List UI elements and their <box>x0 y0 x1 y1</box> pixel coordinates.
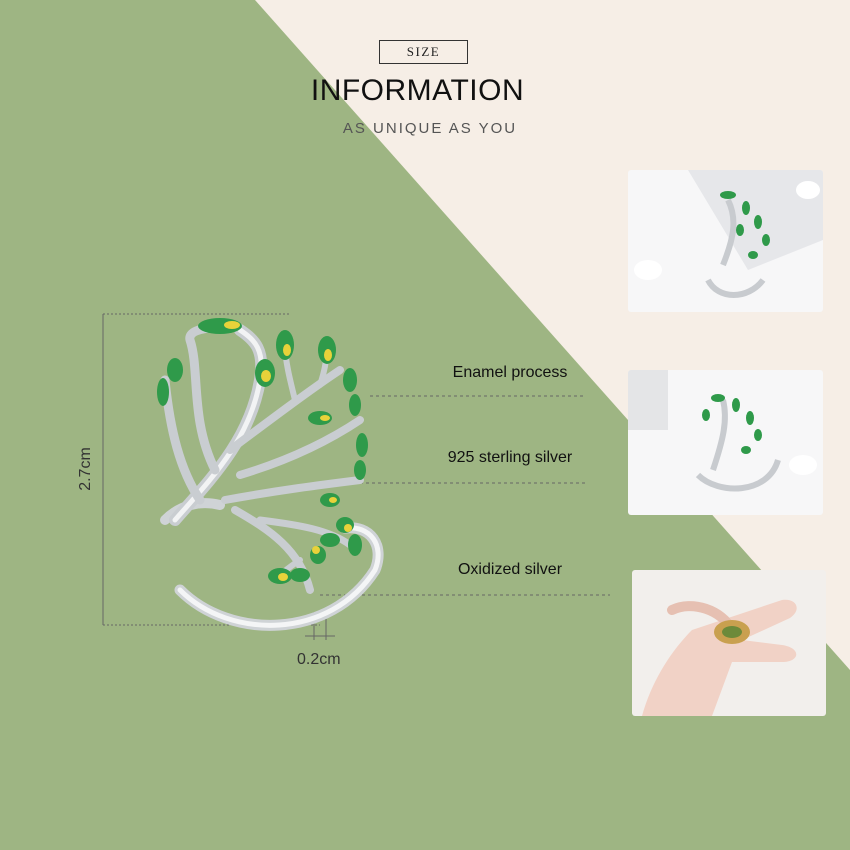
tree-branches <box>160 323 364 594</box>
thumbnail-ring-angle-1[interactable] <box>628 170 823 312</box>
page-title: INFORMATION <box>310 74 525 107</box>
enamel-leaves <box>157 318 368 584</box>
callout-925-sterling-silver: 925 sterling silver <box>447 449 573 466</box>
thumbnail-ring-angle-2[interactable] <box>628 370 823 515</box>
width-dimension-label: 0.2cm <box>297 651 341 668</box>
thumbnail-ring-on-hand[interactable] <box>632 570 826 716</box>
page-subtitle: AS UNIQUE AS YOU <box>342 120 518 137</box>
size-label-box: SIZE <box>379 40 468 64</box>
callout-oxidized-silver: Oxidized silver <box>457 561 563 578</box>
callout-enamel-process: Enamel process <box>452 364 568 381</box>
height-dimension-label: 2.7cm <box>76 447 94 491</box>
size-label: SIZE <box>406 44 441 59</box>
